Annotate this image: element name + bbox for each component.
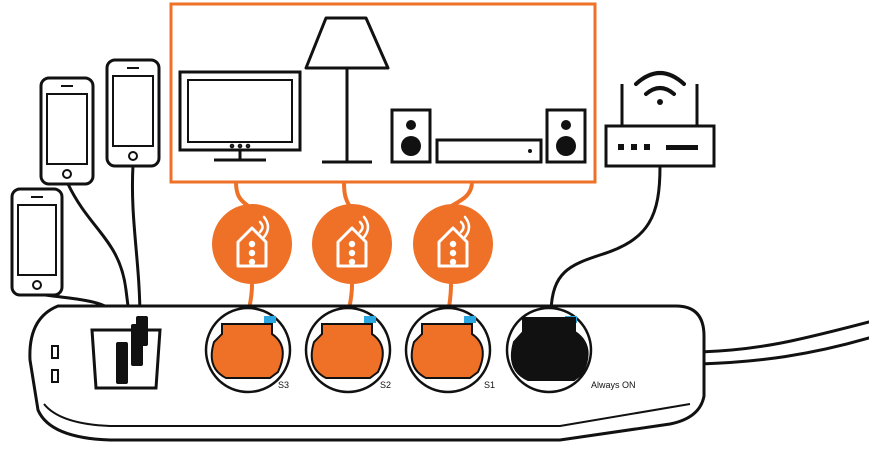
indicator-led — [264, 316, 276, 323]
indicator-led — [364, 316, 376, 323]
smart-home-plug-icon — [236, 215, 270, 268]
socket-label: S1 — [484, 380, 495, 390]
socket-label: Always ON — [591, 380, 636, 390]
router-cable — [549, 164, 662, 314]
smart-home-plug-icon — [437, 215, 471, 268]
appliances-box — [169, 2, 597, 184]
indicator-led — [464, 316, 476, 323]
orange-plug — [210, 323, 284, 379]
phone-icon — [39, 76, 95, 186]
power-cord — [698, 336, 869, 366]
wifi-icon — [634, 71, 686, 105]
wifi-router-icon — [604, 71, 716, 168]
phone-icon — [105, 58, 161, 168]
power-cord — [698, 320, 869, 354]
orange-cord — [234, 180, 249, 207]
orange-plug — [410, 323, 484, 379]
black-plug — [510, 317, 589, 381]
socket-label: S2 — [380, 380, 391, 390]
phone-icon — [10, 187, 64, 297]
orange-cord — [342, 180, 351, 207]
usb-port — [51, 345, 59, 359]
smart-plug — [212, 204, 292, 284]
media-player-icon — [435, 138, 543, 164]
smart-home-plug-icon — [336, 215, 370, 268]
usb-plug — [116, 342, 128, 384]
orange-cord — [451, 180, 474, 207]
cables — [36, 163, 869, 366]
phone-cable — [130, 163, 142, 322]
floor-lamp-icon — [304, 16, 390, 164]
phone-cable — [66, 182, 132, 324]
smart-plug — [312, 204, 392, 284]
tv-icon — [178, 70, 302, 162]
socket-label: S3 — [278, 380, 289, 390]
plugs-in-sockets — [210, 317, 589, 381]
smart-plug — [413, 204, 493, 284]
usb-plug — [136, 316, 148, 346]
orange-plug — [310, 323, 384, 379]
speaker-icon — [545, 108, 587, 164]
power-strip-edge — [43, 403, 691, 427]
speaker-icon — [390, 108, 432, 164]
usb-port — [51, 369, 59, 383]
